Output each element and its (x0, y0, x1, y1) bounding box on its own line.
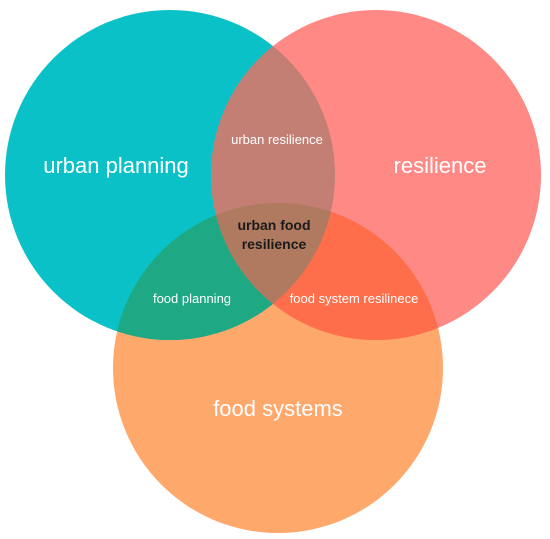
label-urban-food-resilience-line1: urban food (237, 217, 310, 233)
label-food-system-resilience: food system resilinece (290, 291, 419, 306)
label-food-systems: food systems (213, 396, 343, 421)
region-food-system-resilience (211, 203, 443, 340)
region-food-planning (113, 203, 335, 340)
label-resilience: resilience (394, 153, 487, 178)
intersections (113, 10, 443, 340)
label-food-planning: food planning (153, 291, 231, 306)
label-urban-food-resilience-line2: resilience (242, 236, 307, 252)
label-urban-planning: urban planning (43, 153, 189, 178)
labels: urban planning resilience food systems u… (43, 132, 486, 421)
label-urban-resilience: urban resilience (231, 132, 323, 147)
